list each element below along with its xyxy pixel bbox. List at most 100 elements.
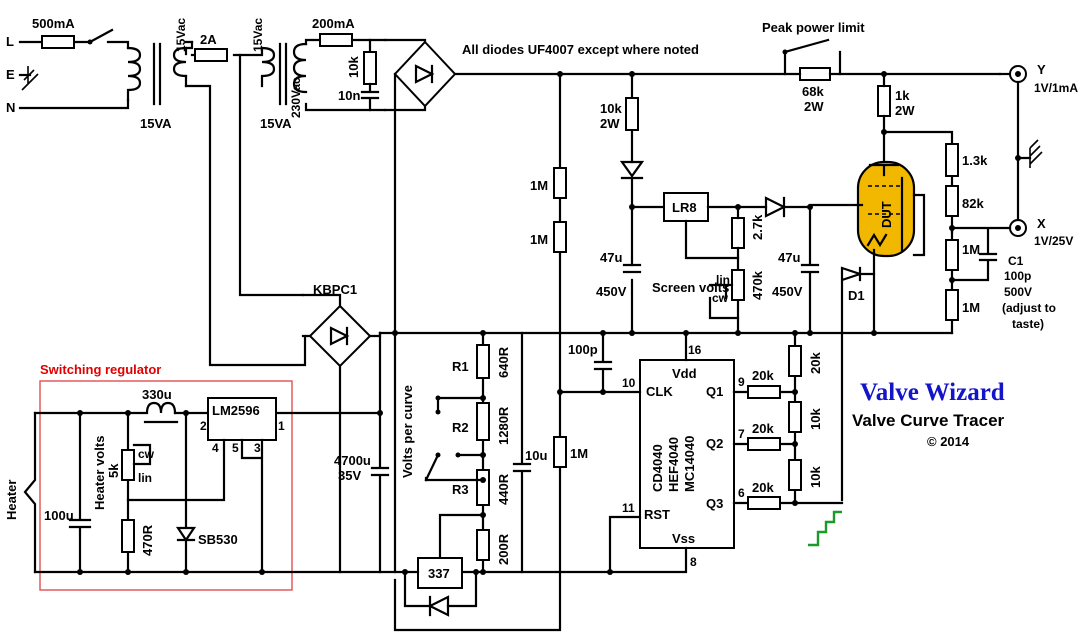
resistor-20k-q1 [747,385,781,399]
mains-input: L E N 500mA 15VA 15Vac [6,16,194,131]
fuse1-label: 500mA [32,16,75,31]
heater-note: Heater [4,480,19,520]
t2-sec-label: 230Vac [289,77,303,118]
r-peak-label: 68k [802,84,824,99]
r20k-v-label: 20k [808,352,823,374]
c1-note-2: 500V [1004,285,1032,299]
lm337-regulator [417,557,463,589]
l330-label: 330u [142,387,172,402]
r-scr-w-label: 2W [600,116,620,131]
diodes-note: All diodes UF4007 except where noted [462,42,699,57]
resistor-20k-ladder [788,345,802,377]
r20k-a-label: 20k [752,368,774,383]
resistor-1M-x-upper [945,239,959,271]
r1m-d-label: 1M [962,242,980,257]
r1m-b-label: 1M [530,232,548,247]
c100u-label: 100u [44,508,74,523]
resistor-1M-x-lower [945,289,959,321]
pin10: 10 [622,376,636,390]
resistor-20k-q2 [747,437,781,451]
r27-label: 2.7k [750,214,765,240]
sb530-label: SB530 [198,532,238,547]
pin6: 6 [738,486,745,500]
switching-regulator-note: Switching regulator [40,362,161,377]
r-peak-w-label: 2W [804,99,824,114]
terminal-E-label: E [6,67,15,82]
staircase-waveform-icon [808,510,842,547]
clk-label: CLK [646,384,673,399]
cd4040-chip [639,359,735,549]
fuse-2A [194,48,228,62]
r-snub-label: 10k [346,56,361,78]
terminal-L-label: L [6,34,14,49]
switching-regulator: Switching regulator 330u LM2596 2 1 4 5 … [4,331,397,591]
pot5k-lin: lin [138,471,152,485]
r1m-c-label: 1M [570,446,588,461]
pot-470k [731,269,745,301]
resistor-2.7k [731,217,745,249]
lm2596-label: LM2596 [212,403,260,418]
t1-rating: 15VA [140,116,172,131]
lr8-label: LR8 [672,200,697,215]
lm2596-chip [207,397,277,441]
resistor-10k-snubber [363,51,377,85]
pin-1: 1 [278,419,285,433]
r82k-label: 82k [962,196,984,211]
resistor-470R [121,519,135,553]
r10k-b-label: 10k [808,466,823,488]
resistor-82k [945,185,959,217]
t2-pri-label: 15Vac [251,18,265,52]
fuse-500mA [41,35,75,49]
pin-4: 4 [212,441,219,455]
resistor-440R [476,469,490,506]
r-anode-label: 1k [895,88,910,103]
resistor-1M-c [553,436,567,468]
pin-2: 2 [200,419,207,433]
resistor-1M-b [553,221,567,253]
pot5k-cw: cw [138,447,155,461]
R2-label: R2 [452,420,469,435]
volts-per-curve-note: Volts per curve [400,385,415,478]
r13k-label: 1.3k [962,153,988,168]
c47b-v-label: 450V [772,284,803,299]
c1-note-3: (adjust to [1002,301,1056,315]
pot5k-label: 5k [106,463,121,478]
rst-label: RST [644,507,670,522]
r20k-b-label: 20k [752,421,774,436]
r10k-a-label: 10k [808,408,823,430]
ic-name-2: MC14040 [682,436,697,492]
resistor-200R [476,529,490,561]
q1-label: Q1 [706,384,723,399]
resistor-1.3k [945,143,959,177]
c1-note-0: C1 [1008,254,1024,268]
vdd-label: Vdd [672,366,697,381]
fuse-200mA [319,33,353,47]
resistor-10k-2W [625,97,639,131]
terminal-N-label: N [6,100,15,115]
pin-3: 3 [254,441,261,455]
t2-rating: 15VA [260,116,292,131]
bridge-kbpc1: KBPC1 [301,282,382,574]
r-scr-label: 10k [600,101,622,116]
t1-sec-label: 15Vac [174,18,188,52]
c1-note-1: 100p [1004,269,1031,283]
hv-transformer: 2A 200mA 15Vac 230Vac 15VA 10k 10n [184,16,562,367]
c4700-label: 4700u [334,453,371,468]
vss-label: Vss [672,531,695,546]
hv-rail: All diodes UF4007 except where noted Pea… [462,20,1078,248]
r470-label: 470R [140,524,155,556]
r1m-e-label: 1M [962,300,980,315]
peak-power-note: Peak power limit [762,20,865,35]
c4700-v-label: 35V [338,468,361,483]
r640-label: 640R [496,346,511,378]
r1280-label: 1280R [496,406,511,445]
q3-label: Q3 [706,496,723,511]
resistor-640R [476,344,490,379]
pin-5: 5 [232,441,239,455]
d1-label: D1 [848,288,865,303]
resistor-68k [799,67,831,81]
pin8: 8 [690,555,697,569]
r200-label: 200R [496,533,511,565]
